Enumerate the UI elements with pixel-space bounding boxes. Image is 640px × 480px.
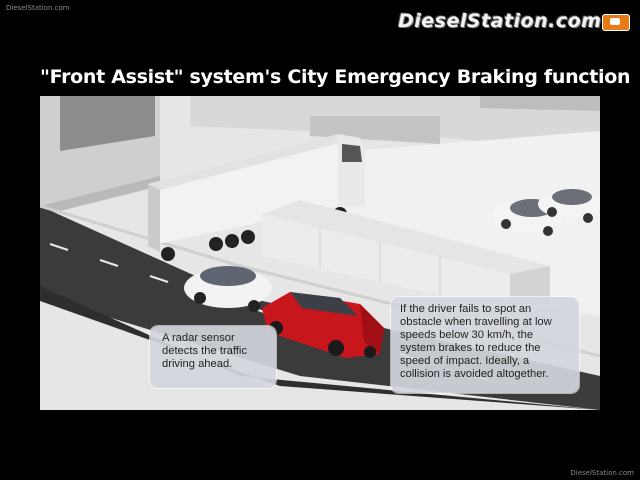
watermark-bottom: DieselStation.com — [570, 469, 634, 477]
page-title: "Front Assist" system's City Emergency B… — [40, 66, 631, 88]
braking-info-callout: If the driver fails to spot an obstacle … — [391, 297, 579, 393]
red-car — [262, 292, 384, 358]
radar-sensor-callout: A radar sensor detects the traffic drivi… — [150, 326, 276, 388]
watermark-top: DieselStation.com — [6, 4, 70, 12]
truck-front — [262, 200, 550, 311]
logo-badge-icon — [602, 14, 630, 31]
site-logo[interactable]: DieselStation.com — [398, 10, 630, 34]
lead-car — [184, 266, 272, 312]
parked-car — [538, 189, 600, 223]
logo-text: DieselStation.com — [398, 10, 602, 32]
